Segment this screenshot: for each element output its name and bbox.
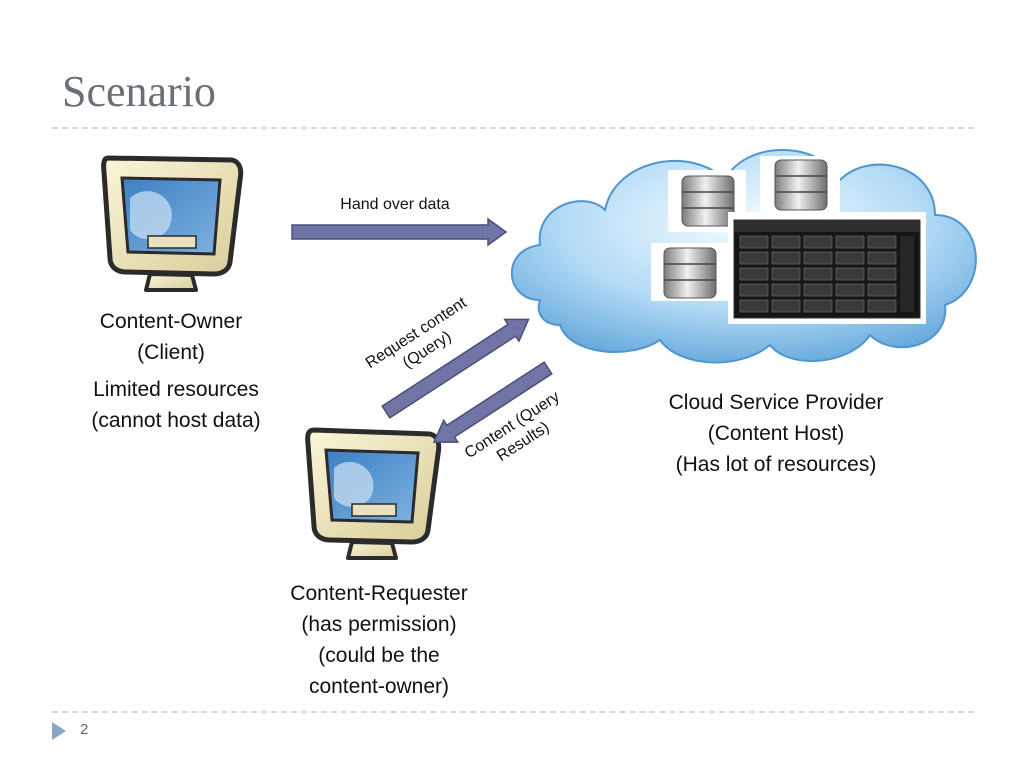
owner-role: (Client) — [137, 341, 205, 364]
owner-title: Content-Owner — [99, 310, 243, 333]
server-rack-icon — [728, 212, 926, 324]
triangle-bullet-icon — [52, 722, 66, 740]
owner-note-line1: Limited resources — [93, 378, 259, 401]
request-arrow — [381, 318, 530, 419]
monitor-icon — [101, 155, 244, 292]
results-arrow — [432, 361, 553, 443]
slide-title: Scenario — [62, 67, 216, 116]
provider-role: (Content Host) — [707, 422, 845, 445]
database-icon — [651, 156, 840, 301]
requester-note-line1: (could be the — [318, 644, 440, 667]
monitor-icon — [305, 427, 442, 560]
owner-note-line2: (cannot host data) — [91, 409, 261, 432]
provider-title: Cloud Service Provider — [668, 391, 884, 414]
title-divider — [52, 127, 974, 129]
page-number: 2 — [80, 721, 89, 738]
requester-title: Content-Requester — [290, 582, 468, 605]
requester-label: Content-Requester (has permission) (coul… — [262, 578, 496, 702]
requester-note-line2: content-owner) — [308, 675, 450, 698]
provider-label: Cloud Service Provider (Content Host) (H… — [636, 387, 916, 480]
handover-arrow — [291, 217, 508, 247]
handover-label: Hand over data — [300, 190, 490, 220]
provider-note: (Has lot of resources) — [675, 453, 877, 476]
footer-divider — [52, 711, 974, 713]
owner-note: Limited resources (cannot host data) — [66, 374, 286, 436]
handover-label-text: Hand over data — [340, 196, 450, 213]
requester-role: (has permission) — [301, 613, 457, 636]
owner-label: Content-Owner (Client) — [66, 306, 276, 368]
